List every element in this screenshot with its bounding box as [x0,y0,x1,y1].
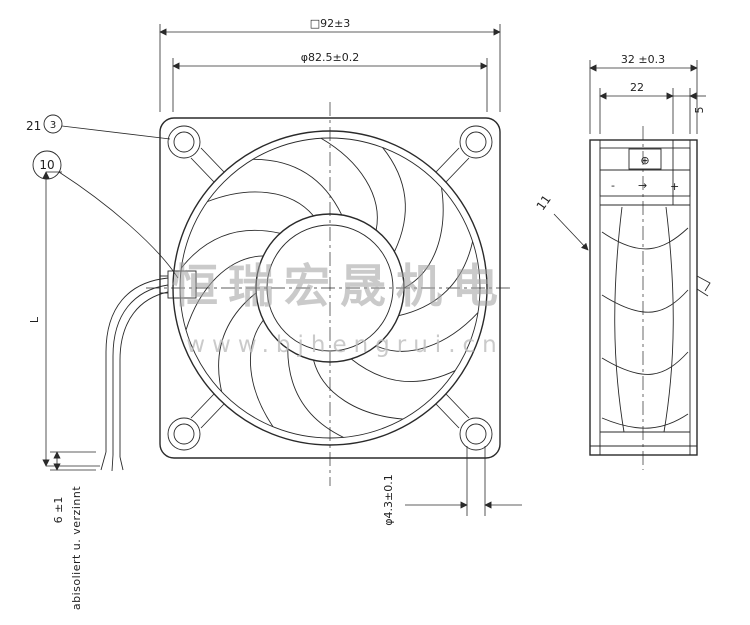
front-dimensions: □92±3 φ82.5±0.2 φ4.3±0.1 L 6 ±1 abisolie… [28,17,522,610]
polarity-plus: + [670,180,679,193]
side-outline [589,139,698,456]
front-view [100,102,514,486]
dim-hole-diameter: φ4.3±0.1 [382,474,395,525]
label-11: 11 [534,192,554,213]
terminal-symbol-box [628,148,662,170]
mounting-holes [167,125,493,451]
balloon-10: 10 [39,158,54,172]
balloon-3: 3 [50,120,56,131]
polarity-box [599,169,691,197]
polarity-minus: - [611,179,615,192]
venturi-ring-outer [172,130,488,446]
leader-10 [58,171,179,279]
hub-inner [266,224,394,352]
dim-lead-length: L [28,316,41,323]
side-view: ⊕ - → + [589,126,711,470]
insulation-symbol: ⊕ [640,154,649,167]
polarity-arrow: → [638,179,647,192]
side-wire-stub [696,275,711,297]
watermark: 恒瑞宏晟机电 www.bjhengrui.cn [172,259,508,358]
impeller-blades [181,137,479,438]
leader-11 [553,213,589,251]
dim-width: 32 ±0.3 [621,53,665,66]
leader-21 [61,125,171,140]
dim-outer-size: □92±3 [310,17,351,30]
dim-strip-length: 6 ±1 [52,497,65,524]
wire-note: abisoliert u. verzinnt [70,486,83,610]
dim-bolt-circle: φ82.5±0.2 [301,51,359,64]
watermark-brand: 恒瑞宏晟机电 [172,259,508,313]
dim-flange: 5 [693,107,706,114]
callouts: 21 3 10 11 [26,114,589,279]
label-21: 21 [26,119,41,133]
balloon-10-circle [32,150,62,180]
side-blade-curves [601,206,689,433]
dim-depth: 22 [630,81,644,94]
balloon-3-circle [43,114,63,134]
watermark-url: www.bjhengrui.cn [186,332,503,358]
venturi-ring-inner [179,137,481,439]
lead-wires [100,277,169,472]
side-dimensions: 32 ±0.3 22 5 [589,53,706,134]
corner-struts [190,147,470,429]
